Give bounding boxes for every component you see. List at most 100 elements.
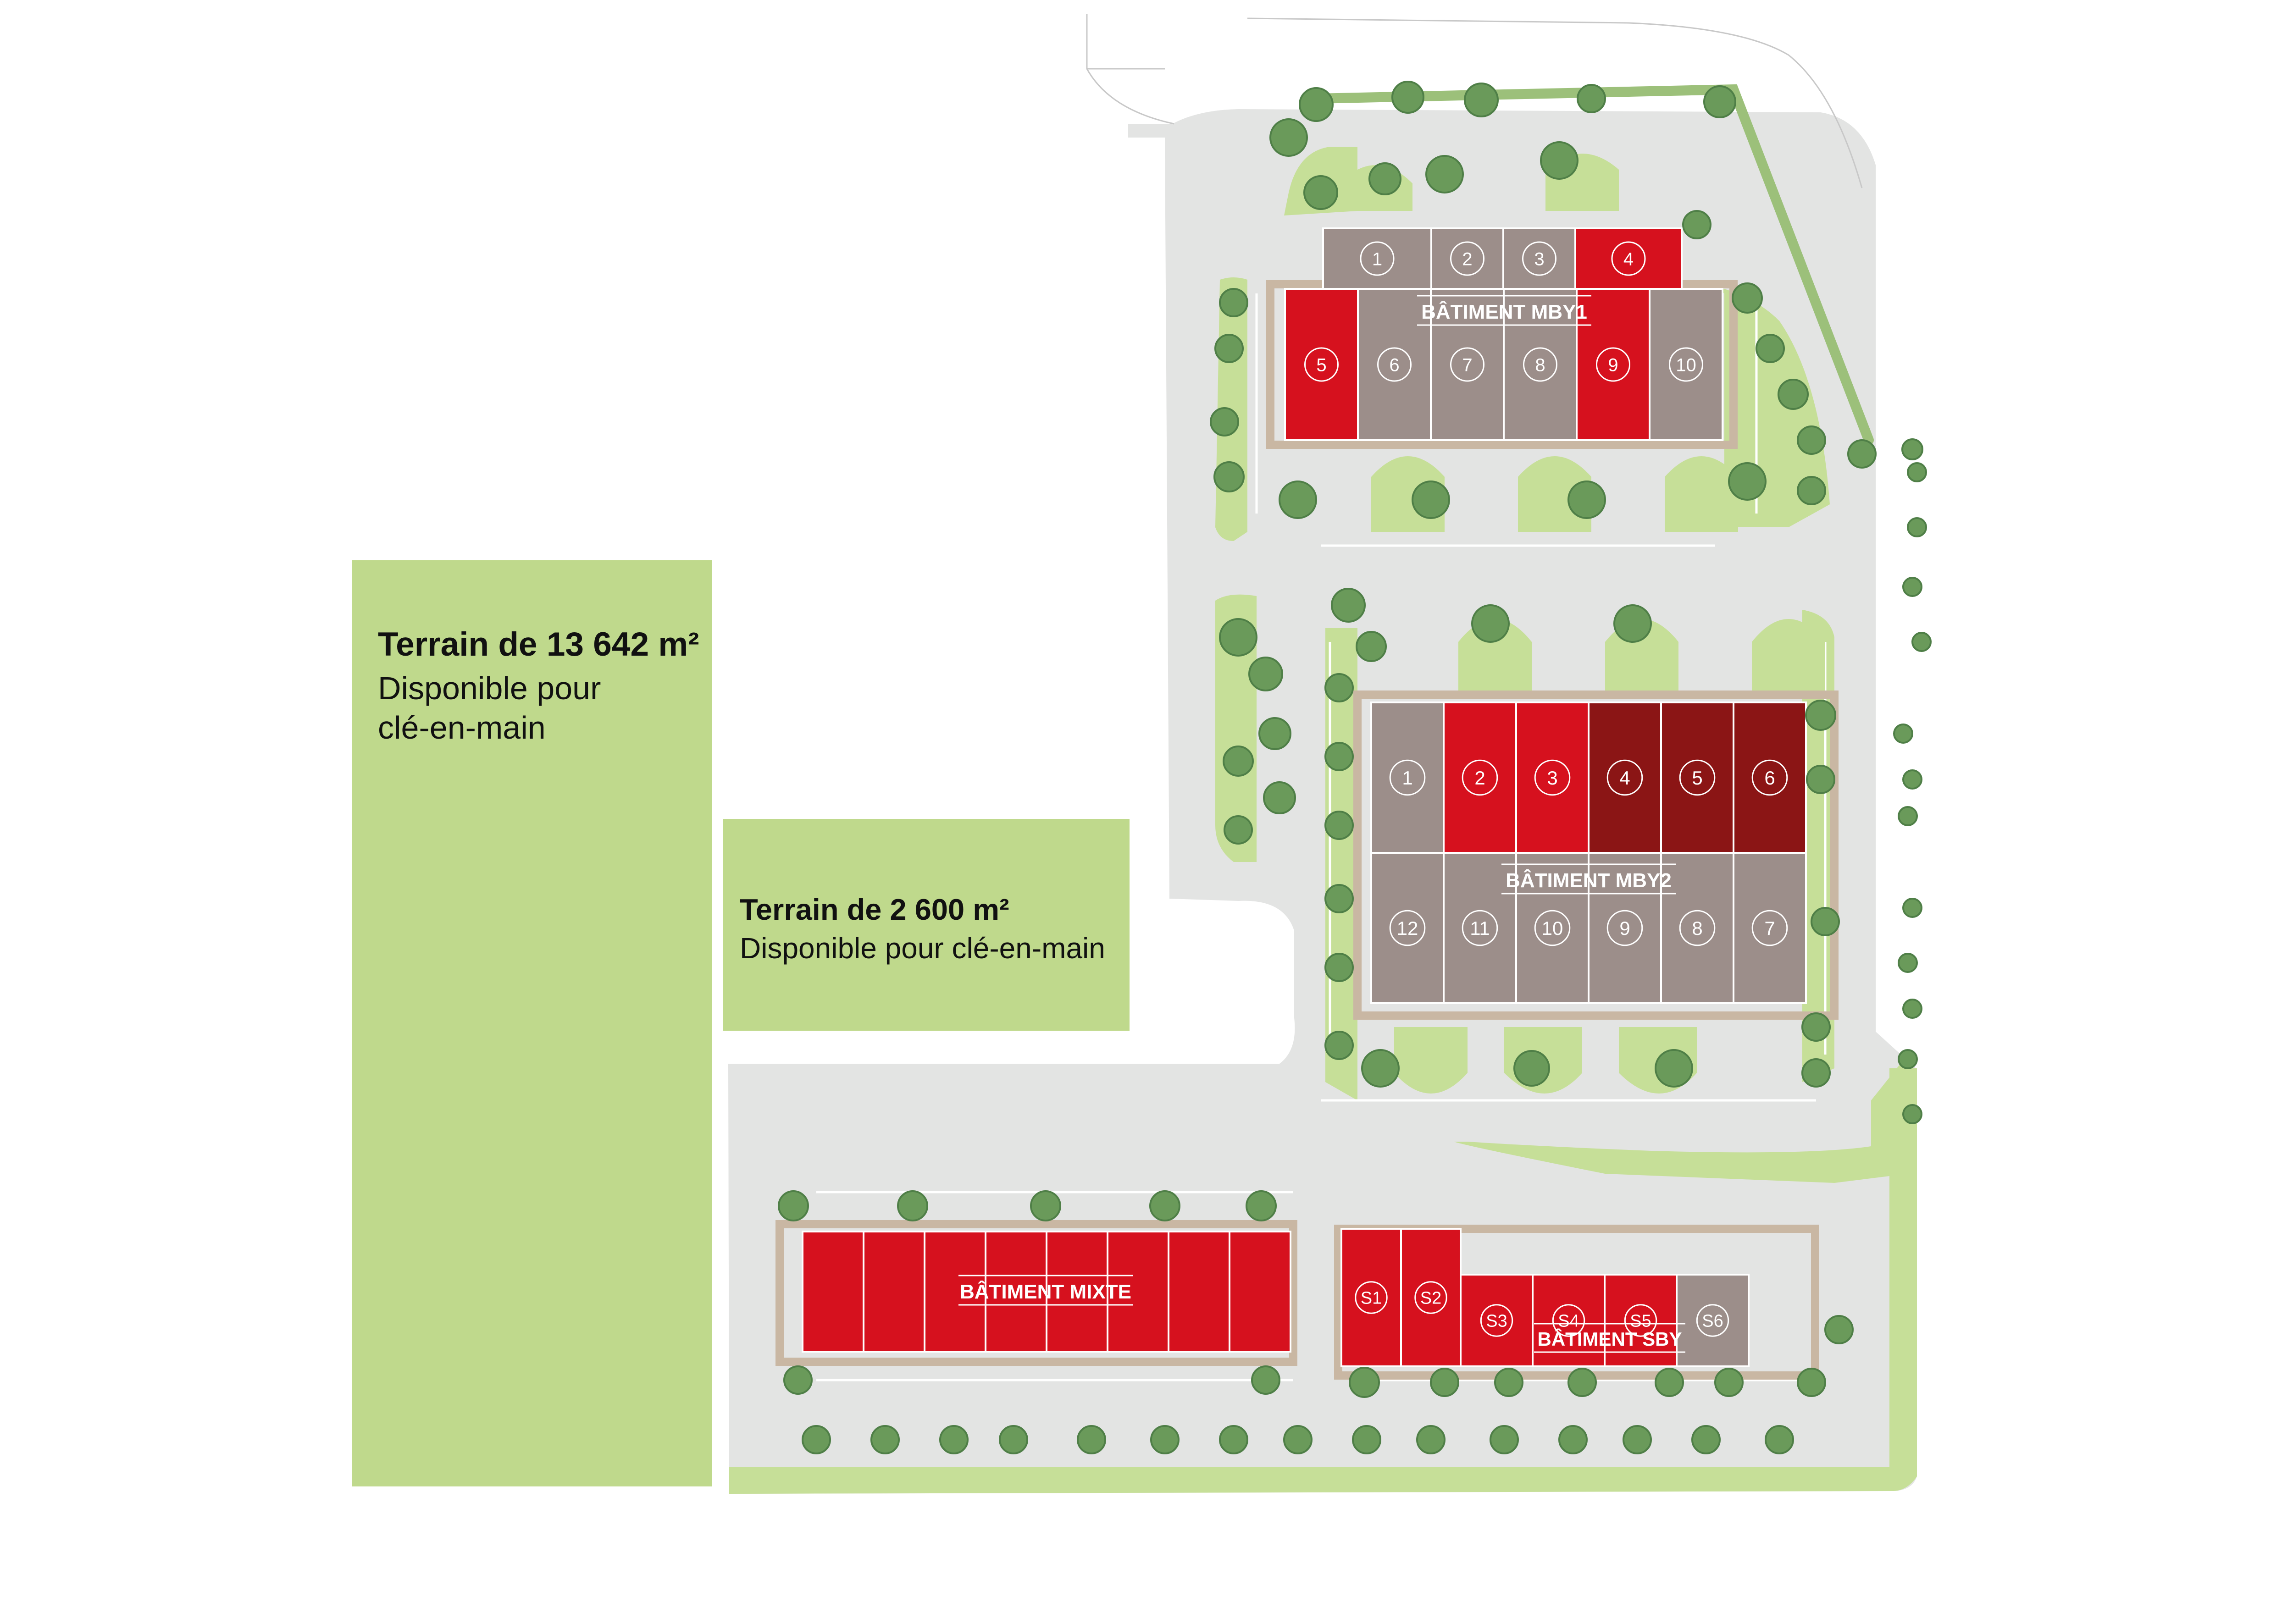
sby-lot-S1-number: S1 xyxy=(1361,1289,1382,1308)
tree-icon xyxy=(1613,604,1652,643)
sby-lot-S5[interactable] xyxy=(1604,1274,1678,1367)
tree-icon xyxy=(1030,1190,1061,1221)
mixte-unit[interactable] xyxy=(924,1231,986,1353)
tree-icon xyxy=(1391,81,1424,114)
mby1-lot-1-number-badge xyxy=(1360,241,1395,276)
mby1-lot-1-number: 1 xyxy=(1372,249,1382,269)
mby2-lot-9-number-badge xyxy=(1606,910,1643,946)
mby2-lot-10[interactable] xyxy=(1515,852,1590,1004)
mby1-lot-7-number-badge xyxy=(1450,347,1484,382)
tree-icon xyxy=(1213,461,1245,492)
plot-large-subtitle: Disponible pour clé-en-main xyxy=(378,668,681,747)
main-paving xyxy=(728,109,1917,1494)
mby1-lot-6[interactable] xyxy=(1357,288,1432,441)
mby1-lot-10[interactable] xyxy=(1649,288,1723,441)
mixte-unit[interactable] xyxy=(985,1231,1047,1353)
mby1-lot-9-number-badge xyxy=(1596,347,1630,382)
tree-icon xyxy=(1691,1425,1721,1454)
mby2-lot-5-number: 5 xyxy=(1692,767,1702,789)
mixte-unit[interactable] xyxy=(1168,1231,1230,1353)
tree-icon xyxy=(1251,1365,1280,1395)
tree-icon xyxy=(1898,953,1918,973)
mby1-lot-5[interactable] xyxy=(1284,288,1359,441)
mby2-lot-10-number-badge xyxy=(1534,910,1571,946)
sby-lot-S6[interactable] xyxy=(1676,1274,1750,1367)
tree-icon xyxy=(1558,1425,1588,1454)
mby1-lot-1[interactable] xyxy=(1322,227,1432,290)
tree-icon xyxy=(1303,175,1338,210)
mixte-unit[interactable] xyxy=(802,1231,864,1353)
mby2-lot-8[interactable] xyxy=(1660,852,1734,1004)
mby1-lot-8[interactable] xyxy=(1503,288,1578,441)
tree-icon xyxy=(1801,1058,1831,1088)
mby1-lot-4-number: 4 xyxy=(1623,249,1634,269)
mby1-lot-3-number: 3 xyxy=(1534,249,1544,269)
tree-icon xyxy=(1324,1031,1354,1060)
mby1-lot-9[interactable] xyxy=(1576,288,1651,441)
mby2-lot-9[interactable] xyxy=(1588,852,1662,1004)
tree-icon xyxy=(1283,1425,1313,1454)
tree-icon xyxy=(778,1190,809,1221)
tree-icon xyxy=(1805,700,1836,731)
tree-icon xyxy=(1907,517,1927,537)
mby1-lot-6-number-badge xyxy=(1377,347,1412,382)
sby-lot-S1-number-badge xyxy=(1355,1281,1388,1314)
mby2-lot-6-number-badge xyxy=(1751,759,1788,796)
mby1-lot-10-number-badge xyxy=(1669,347,1703,382)
sby-lot-S3[interactable] xyxy=(1460,1274,1534,1367)
tree-icon xyxy=(1824,1315,1854,1344)
tree-icon xyxy=(1847,439,1877,469)
sby-title: BÂTIMENT SBY xyxy=(1538,1328,1682,1350)
tree-icon xyxy=(1811,907,1840,936)
tree-icon xyxy=(1210,407,1239,436)
mby1-lot-4[interactable] xyxy=(1574,227,1683,290)
plot-large-line2: clé-en-main xyxy=(378,710,546,746)
mby1-lot-3-number-badge xyxy=(1522,241,1556,276)
tree-icon xyxy=(1902,898,1922,918)
tree-icon xyxy=(1430,1368,1459,1397)
mby2-lot-2[interactable] xyxy=(1443,702,1517,854)
mby2-lot-4[interactable] xyxy=(1588,702,1662,854)
tree-icon xyxy=(1623,1425,1652,1454)
tree-icon xyxy=(1567,1368,1597,1397)
tree-icon xyxy=(1219,1425,1248,1454)
tree-icon xyxy=(1902,999,1922,1019)
mixte-unit[interactable] xyxy=(1046,1231,1108,1353)
tree-icon xyxy=(1149,1190,1180,1221)
tree-icon xyxy=(1655,1368,1684,1397)
mixte-unit[interactable] xyxy=(1229,1231,1291,1353)
tree-icon xyxy=(1279,481,1317,519)
mby1-lot-3[interactable] xyxy=(1502,227,1576,290)
mby2-lot-7-number: 7 xyxy=(1764,917,1775,939)
mby1-lot-4-number-badge xyxy=(1611,241,1646,276)
tree-icon xyxy=(1324,742,1354,771)
tree-icon xyxy=(1490,1425,1519,1454)
mby2-lot-7[interactable] xyxy=(1733,852,1807,1004)
mixte-unit[interactable] xyxy=(1107,1231,1169,1353)
tree-icon xyxy=(1299,87,1334,122)
tree-icon xyxy=(1655,1049,1693,1088)
mby2-lot-5[interactable] xyxy=(1660,702,1734,854)
mixte-unit[interactable] xyxy=(863,1231,925,1353)
mby2-lot-11[interactable] xyxy=(1443,852,1517,1004)
tree-icon xyxy=(1778,379,1809,410)
sby-lot-S2[interactable] xyxy=(1400,1228,1462,1367)
sby-lot-S1[interactable] xyxy=(1340,1228,1402,1367)
tree-icon xyxy=(1797,425,1826,455)
tree-icon xyxy=(1464,83,1499,117)
mby2-lot-12[interactable] xyxy=(1370,852,1445,1004)
tree-icon xyxy=(1902,577,1922,597)
hedge xyxy=(1311,84,1874,445)
plot-small[interactable]: Terrain de 2 600 m² Disponible pour clé-… xyxy=(723,819,1130,1031)
mby2-lot-1-number-badge xyxy=(1389,759,1426,796)
sby-lot-S2-number: S2 xyxy=(1420,1289,1441,1308)
sby-lot-S6-number-badge xyxy=(1696,1304,1729,1337)
plot-large[interactable]: Terrain de 13 642 m² Disponible pour clé… xyxy=(352,560,712,1486)
tree-icon xyxy=(802,1425,831,1454)
tree-icon xyxy=(1728,462,1767,501)
mby1-lot-7[interactable] xyxy=(1430,288,1505,441)
